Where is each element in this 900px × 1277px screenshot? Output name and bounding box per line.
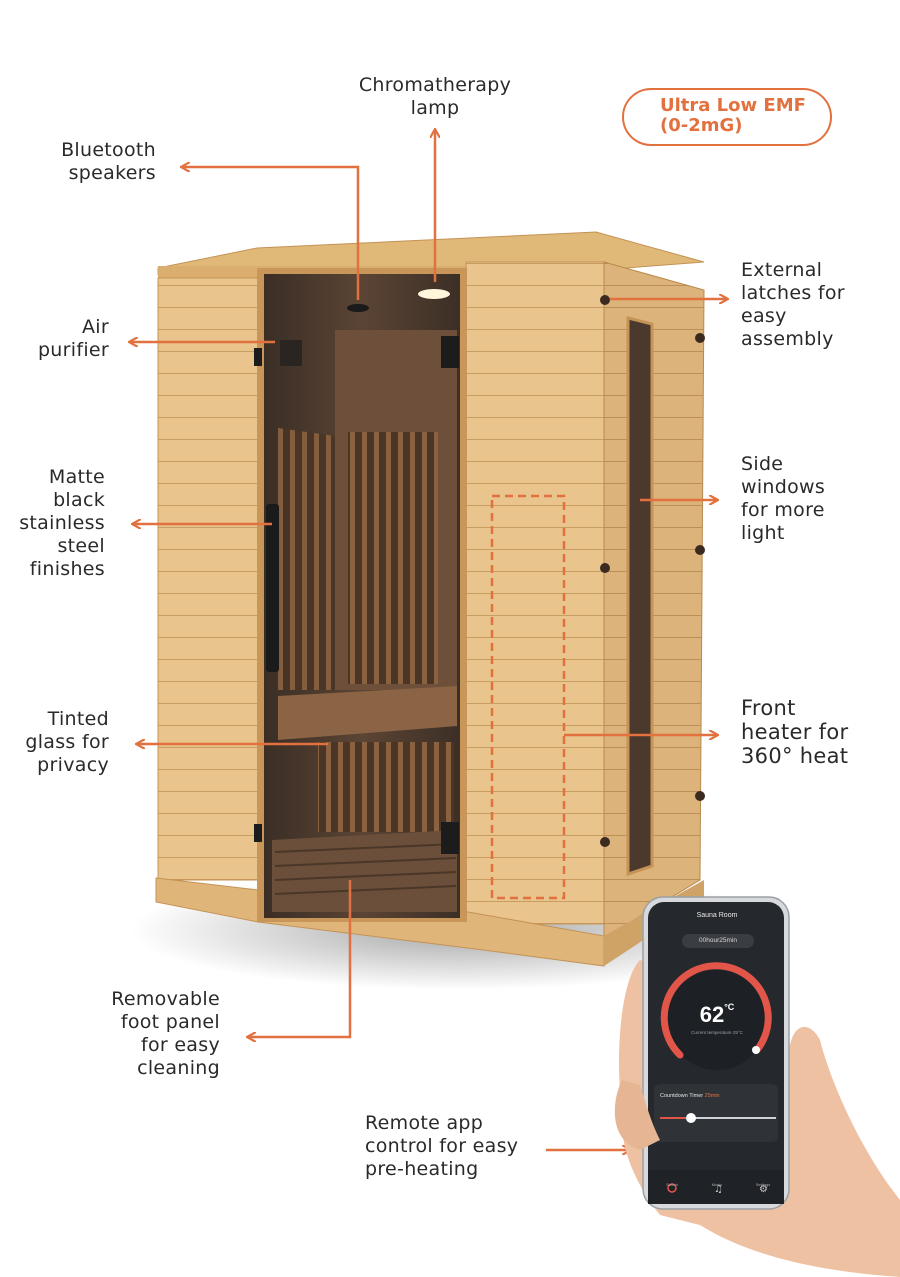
callout-text: latches for — [741, 282, 845, 304]
callout-text: Removable — [111, 988, 220, 1010]
callout-tinted-glass: Tinted glass for privacy — [5, 708, 109, 777]
callout-matte-black: Matte black stainless steel finishes — [5, 466, 105, 581]
phone-app: Sauna Room 00hour25min 62°C Current temp… — [648, 902, 786, 1204]
callout-remote-app: Remote app control for easy pre-heating — [365, 1112, 545, 1181]
leg-heater-panel — [318, 742, 454, 832]
callout-text: Matte — [48, 466, 105, 488]
countdown-value: 25min — [704, 1093, 720, 1099]
callout-text: steel — [57, 535, 105, 557]
callout-text: 360° heat — [741, 744, 849, 768]
temperature-unit: °C — [724, 1002, 735, 1012]
door-handle — [266, 504, 279, 672]
current-temperature: Current temperature 25°C — [691, 1030, 743, 1035]
callout-text: Bluetooth — [61, 139, 156, 161]
power-icon[interactable] — [667, 1183, 677, 1193]
music-icon[interactable]: ♫ — [714, 1184, 723, 1195]
speaker — [347, 304, 369, 312]
emf-badge: Ultra Low EMF (0-2mG) — [622, 88, 832, 146]
settings-icon[interactable]: ⚙ — [759, 1184, 768, 1195]
right-front-panel — [465, 261, 605, 925]
left-front-panel — [157, 277, 259, 881]
air-purifier-unit — [280, 340, 302, 366]
callout-text: lamp — [410, 97, 460, 119]
callout-text: for easy — [140, 1034, 220, 1056]
callout-text: black — [53, 489, 105, 511]
callout-text: cleaning — [137, 1057, 220, 1079]
temperature-dial[interactable] — [660, 962, 772, 1059]
callout-text: pre-heating — [365, 1158, 479, 1180]
callout-foot-panel: Removable foot panel for easy cleaning — [60, 988, 220, 1080]
callout-text: Chromatherapy — [358, 74, 512, 96]
emf-badge-line-2: (0-2mG) — [660, 115, 743, 136]
back-heater-panel — [348, 432, 438, 684]
callout-text: Side — [741, 453, 784, 475]
callout-text: speakers — [68, 162, 156, 184]
callout-text: foot panel — [120, 1011, 220, 1033]
temperature-value: 62 — [699, 1002, 725, 1027]
nav-settings[interactable]: Settings — [755, 1182, 771, 1187]
callout-text: glass for — [25, 731, 109, 753]
callout-text: Remote app — [365, 1112, 484, 1134]
countdown-row: Countdown Timer 25min — [660, 1093, 720, 1099]
temperature-readout: 62°C — [692, 1002, 742, 1028]
callout-text: Air — [82, 316, 109, 338]
emf-badge-line-1: Ultra Low EMF — [660, 95, 806, 116]
callout-text: easy — [741, 305, 787, 327]
front-heater-outline — [490, 494, 566, 900]
callout-external-latches: External latches for easy assembly — [741, 259, 891, 351]
callout-bluetooth: Bluetooth speakers — [20, 139, 156, 185]
callout-text: privacy — [37, 754, 109, 776]
callout-text: stainless — [19, 512, 105, 534]
nav-music[interactable]: Music — [711, 1182, 723, 1187]
callout-text: assembly — [741, 328, 834, 350]
callout-text: control for easy — [365, 1135, 519, 1157]
app-title: Sauna Room — [696, 912, 738, 919]
nav-switch[interactable]: Switch — [666, 1182, 678, 1187]
temperature-dial-knob[interactable] — [752, 1046, 760, 1054]
countdown-label: Countdown Timer — [660, 1093, 704, 1099]
callout-text: Front — [741, 696, 796, 720]
callout-text: finishes — [29, 558, 105, 580]
countdown-slider-handle[interactable] — [686, 1113, 696, 1123]
callout-text: External — [741, 259, 823, 281]
callout-text: windows — [741, 476, 826, 498]
callout-side-windows: Side windows for more light — [741, 453, 891, 545]
timer-display: 00hour25min — [682, 934, 754, 948]
arrow-bluetooth — [182, 167, 360, 300]
callout-text: purifier — [37, 339, 109, 361]
callout-chromatherapy: Chromatherapy lamp — [340, 74, 530, 120]
chromatherapy-light — [418, 289, 450, 299]
bench — [278, 686, 457, 740]
callout-text: for more — [741, 499, 825, 521]
callout-text: heater for — [741, 720, 849, 744]
arrow-foot-panel — [248, 880, 352, 1037]
callout-text: light — [741, 522, 785, 544]
callout-front-heater: Front heater for 360° heat — [741, 696, 896, 768]
callout-air-purifier: Air purifier — [10, 316, 109, 362]
callout-text: Tinted — [47, 708, 109, 730]
